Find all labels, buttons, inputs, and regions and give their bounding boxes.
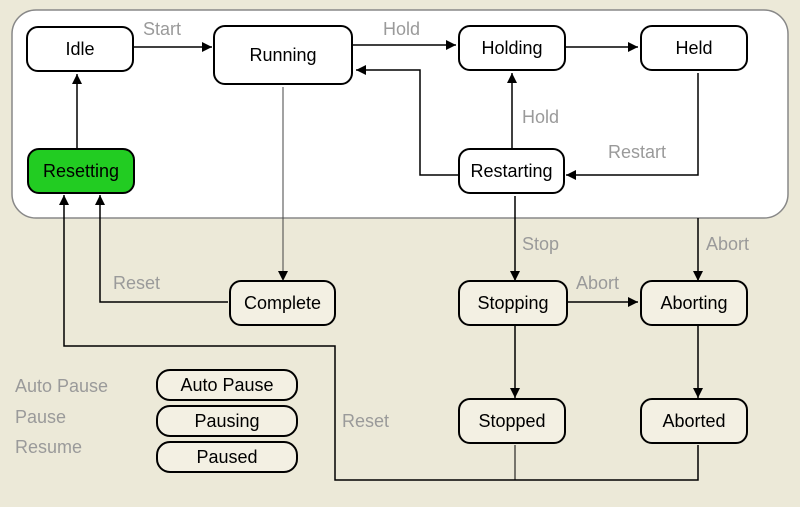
label-hold-top: Hold — [383, 19, 421, 39]
label-hold-restart: Hold — [522, 107, 560, 127]
state-held[interactable]: Held — [640, 25, 748, 71]
edge-final-resetting — [59, 195, 699, 481]
label-restart: Restart — [608, 142, 667, 162]
state-complete[interactable]: Complete — [229, 280, 336, 326]
legend-box-paused[interactable]: Paused — [156, 441, 298, 473]
legend-box-auto-pause[interactable]: Auto Pause — [156, 369, 298, 401]
state-stopping[interactable]: Stopping — [458, 280, 568, 326]
edge-restarting-running — [356, 65, 458, 176]
legend-box-pausing[interactable]: Pausing — [156, 405, 298, 437]
legend-label-pause: Pause — [15, 407, 67, 427]
legend-label-resume: Resume — [15, 437, 83, 457]
label-reset-complete: Reset — [113, 273, 161, 293]
label-stop: Stop — [522, 234, 560, 254]
legend-label-auto-pause: Auto Pause — [15, 376, 109, 396]
label-abort-right: Abort — [706, 234, 750, 254]
state-holding[interactable]: Holding — [458, 25, 566, 71]
state-stopped[interactable]: Stopped — [458, 398, 566, 444]
edge-held-restarting — [566, 73, 699, 180]
label-reset-bottom: Reset — [342, 411, 390, 431]
state-resetting[interactable]: Resetting — [27, 148, 135, 194]
state-restarting[interactable]: Restarting — [458, 148, 565, 194]
label-abort-mid: Abort — [576, 273, 620, 293]
state-aborted[interactable]: Aborted — [640, 398, 748, 444]
state-aborting[interactable]: Aborting — [640, 280, 748, 326]
label-start: Start — [143, 19, 182, 39]
state-idle[interactable]: Idle — [26, 26, 134, 72]
normal-operation-container — [11, 9, 789, 219]
edge-complete-resetting — [95, 195, 228, 303]
state-running[interactable]: Running — [213, 25, 353, 85]
